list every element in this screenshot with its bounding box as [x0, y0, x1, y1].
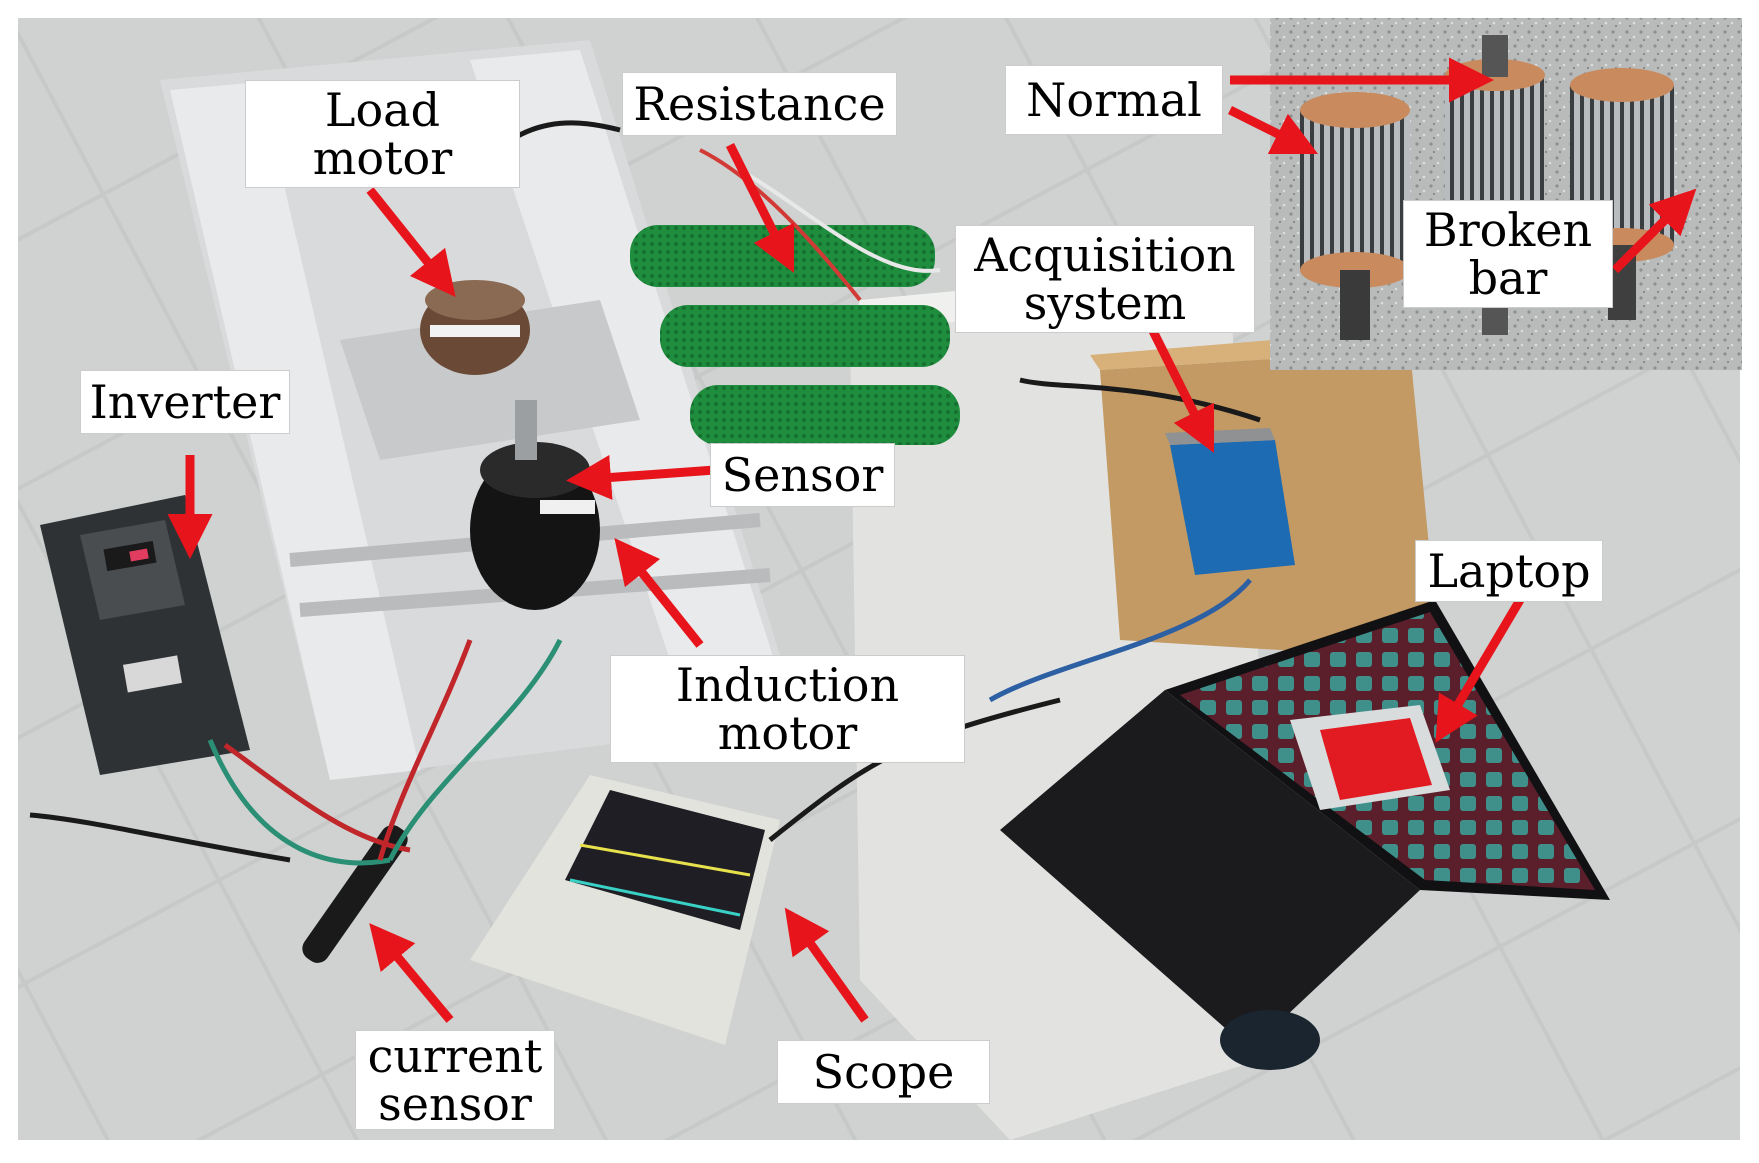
label-induction-motor: Induction motor: [610, 655, 965, 763]
rotor-inset: [1270, 18, 1742, 370]
laptop-device: [1000, 600, 1610, 1070]
arrow-current-sensor: [369, 923, 454, 1023]
label-broken-bar: Broken bar: [1403, 200, 1613, 308]
annotation-arrows: [167, 57, 1697, 1023]
label-resistance: Resistance: [622, 72, 897, 136]
arrow-normal-2: [1227, 105, 1319, 155]
arrow-broken-bar: [1611, 188, 1697, 274]
label-load-motor: Load motor: [245, 80, 520, 188]
arrow-load-motor: [366, 187, 456, 298]
label-acquisition-system: Acquisition system: [955, 225, 1255, 333]
cables: [29, 120, 1261, 866]
arrow-scope: [784, 907, 869, 1023]
rotor-left: [1300, 92, 1410, 340]
label-current-sensor: current sensor: [355, 1030, 555, 1130]
oscilloscope: [470, 775, 780, 1045]
label-scope: Scope: [777, 1040, 990, 1104]
arrow-acquisition: [1145, 322, 1215, 454]
label-normal: Normal: [1005, 65, 1223, 135]
daq-device: [1170, 440, 1295, 575]
arrow-sensor: [566, 454, 716, 500]
label-sensor: Sensor: [710, 443, 895, 507]
arrow-induction: [614, 537, 704, 648]
arrow-resistance: [725, 142, 795, 274]
label-laptop: Laptop: [1415, 540, 1603, 602]
arrow-laptop: [1435, 597, 1524, 743]
inverter-unit: [40, 495, 250, 775]
motor-mount-plate: [340, 300, 640, 460]
label-inverter: Inverter: [80, 370, 290, 434]
